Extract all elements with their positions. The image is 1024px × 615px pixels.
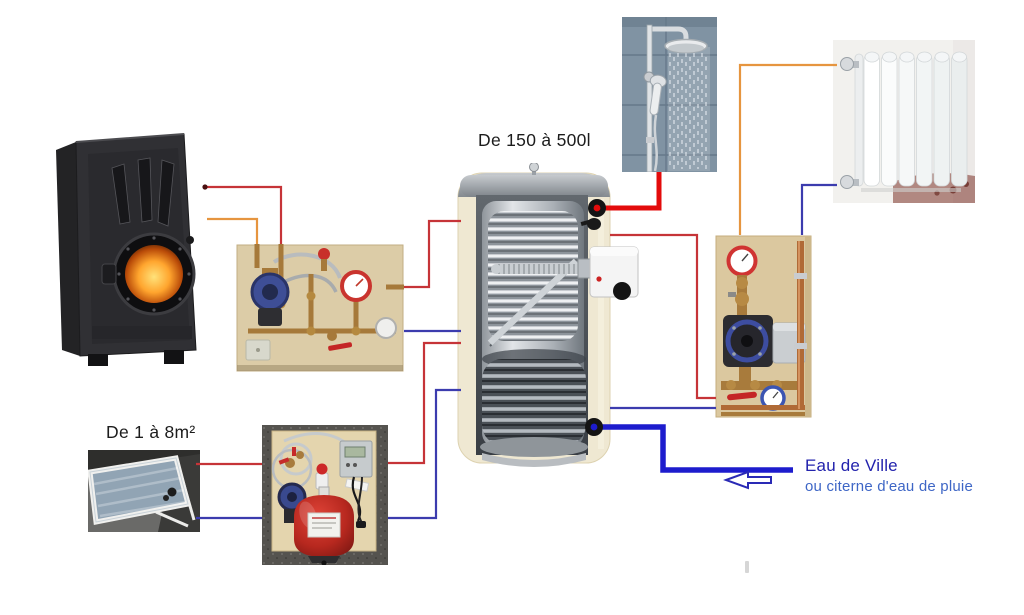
water-main-sublabel: ou citerne d'eau de pluie (805, 478, 973, 495)
pipe-stove-to-loading-unit-hot (205, 185, 283, 244)
tank-base (482, 453, 586, 467)
radiator-top-valve (840, 57, 854, 71)
solar-controller (339, 440, 373, 478)
stove-fire (125, 245, 183, 303)
white-gauge (375, 317, 397, 339)
solar-station-with-expansion-vessel-photo (262, 425, 388, 565)
pipe-stove-to-loading-unit-return (207, 217, 259, 244)
pipe-radiator-to-pump-station-return (800, 183, 837, 235)
flow-direction-arrow-icon (723, 470, 772, 490)
stove-ash-drawer (92, 326, 192, 339)
wood-stove-photo (56, 133, 197, 366)
panel-pipe-fitting (167, 487, 177, 497)
water-main-label: Eau de Ville (805, 456, 898, 475)
ball-valve-lever (328, 342, 353, 351)
shower-photo (622, 17, 717, 172)
stove-door-slits (111, 157, 175, 227)
shower-hose (653, 114, 658, 172)
heating-pump-station-photo (715, 235, 812, 418)
hand-shower (649, 74, 667, 116)
stray-tick-mark (745, 561, 749, 573)
red-valve-lever (727, 391, 757, 401)
tank-top-knob (529, 163, 539, 172)
radiator-bottom-valve (840, 175, 854, 189)
heater-knob (613, 282, 631, 300)
loading-unit-pump-group-photo (236, 244, 404, 372)
shower-arm (649, 26, 689, 41)
radiator-sections (863, 51, 968, 187)
tank-capacity-label: De 150 à 500l (478, 130, 591, 150)
flex-hose-coil (279, 442, 313, 476)
solar-area-label: De 1 à 8m² (106, 422, 196, 442)
expansion-vessel (294, 486, 354, 565)
tank-lid (460, 175, 608, 197)
pipe-radiator-to-pump-station-supply (738, 63, 837, 235)
pipe-solar-station-to-tank-return (388, 388, 461, 520)
copper-pipe (797, 241, 804, 409)
buffer-tank-cutaway (457, 163, 639, 467)
stove-door-latch (101, 263, 117, 285)
vessel-label (307, 512, 341, 538)
stove-side (56, 142, 80, 356)
water-spray (669, 53, 707, 169)
tag-label (344, 478, 370, 492)
coil-connecting-tube (487, 258, 579, 346)
safety-valve-cap (318, 248, 330, 260)
radiator-photo (833, 40, 975, 203)
solar-collector-panel-photo (88, 450, 200, 532)
